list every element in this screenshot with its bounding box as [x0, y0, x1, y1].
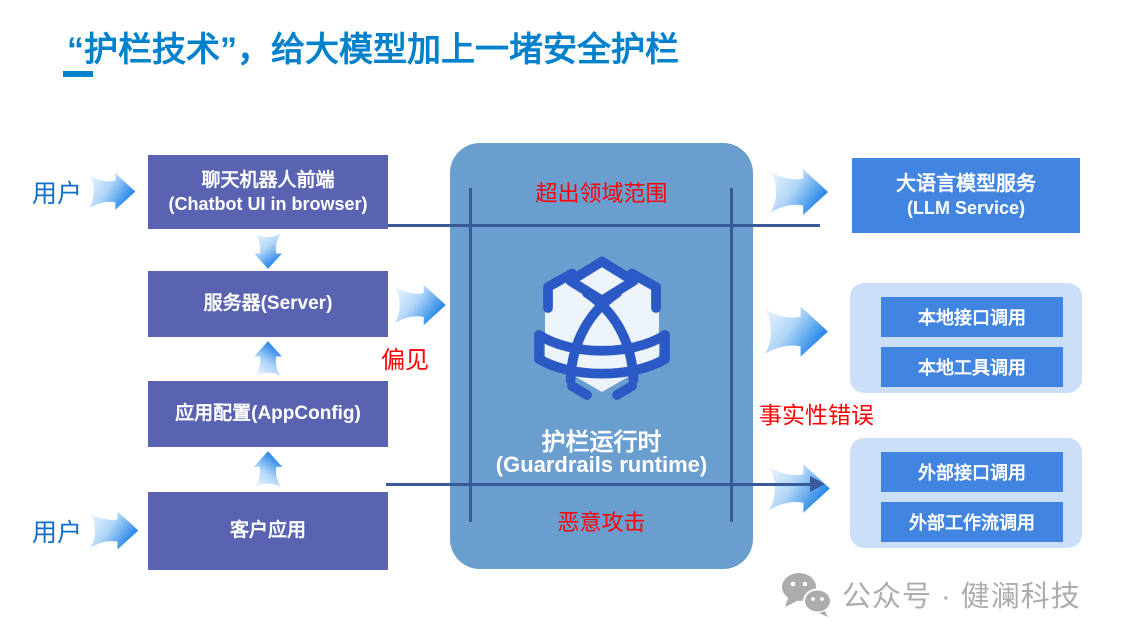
appconfig-label: 应用配置(AppConfig): [175, 403, 361, 424]
chatbot-frontend-box: 聊天机器人前端 (Chatbot UI in browser): [148, 155, 388, 229]
appconfig-box: 应用配置(AppConfig): [148, 381, 388, 447]
arrow-up-client-to-appconfig: [253, 451, 283, 488]
server-label: 服务器(Server): [203, 293, 333, 314]
guardrails-cube-icon: [534, 256, 670, 400]
arrow-right-user-to-client: [89, 511, 139, 550]
risk-out-of-domain-label: 超出领域范围: [535, 181, 668, 206]
arrow-down-chatbot-to-server: [254, 233, 282, 269]
server-box: 服务器(Server): [148, 271, 388, 337]
local-tool-call-box: 本地工具调用: [881, 347, 1063, 387]
guardrail-vertical-line-left: [469, 188, 472, 522]
title-underline-dash: [63, 71, 93, 77]
risk-bias-label: 偏见: [381, 347, 429, 374]
local-calls-group: 本地接口调用 本地工具调用: [850, 283, 1082, 393]
user-top-label: 用户: [32, 180, 83, 208]
risk-malicious-attack-label: 恶意攻击: [557, 510, 646, 535]
watermark: 公众号 · 健澜科技: [780, 571, 1081, 617]
guardrails-runtime-label-en: (Guardrails runtime): [495, 452, 708, 477]
client-app-label: 客户应用: [229, 520, 306, 541]
arrow-right-server-to-guardrails: [394, 284, 446, 326]
chatbot-frontend-label-en: (Chatbot UI in browser): [168, 193, 368, 214]
arrow-right-guardrails-to-llm: [769, 169, 829, 215]
arrow-up-appconfig-to-server: [254, 341, 282, 377]
external-calls-group: 外部接口调用 外部工作流调用: [850, 438, 1082, 548]
page-title: “护栏技术”，给大模型加上一堵安全护栏: [67, 31, 679, 69]
client-app-box: 客户应用: [148, 492, 388, 570]
external-workflow-call-box: 外部工作流调用: [881, 502, 1063, 542]
guardrail-vertical-line-right: [730, 188, 733, 522]
llm-service-label-en: (LLM Service): [906, 197, 1026, 218]
flow-line-chatbot-to-llm: [388, 224, 820, 227]
flow-line-arrowhead: [810, 476, 825, 492]
llm-service-box: 大语言模型服务 (LLM Service): [852, 158, 1080, 233]
llm-service-label-zh: 大语言模型服务: [896, 172, 1036, 195]
risk-factual-error-label: 事实性错误: [759, 402, 874, 428]
arrow-right-user-to-chatbot: [88, 173, 136, 210]
user-bottom-label: 用户: [32, 519, 83, 547]
chatbot-frontend-label-zh: 聊天机器人前端: [201, 169, 335, 191]
guardrails-runtime-label-zh: 护栏运行时: [541, 429, 662, 456]
local-api-call-box: 本地接口调用: [881, 297, 1063, 337]
watermark-text: 公众号 · 健澜科技: [842, 581, 1081, 613]
flow-line-client-to-external: [386, 483, 812, 486]
arrow-right-guardrails-to-external: [768, 464, 830, 513]
arrow-right-guardrails-to-local: [764, 306, 828, 357]
wechat-icon: [782, 573, 832, 617]
external-api-call-box: 外部接口调用: [881, 452, 1063, 492]
